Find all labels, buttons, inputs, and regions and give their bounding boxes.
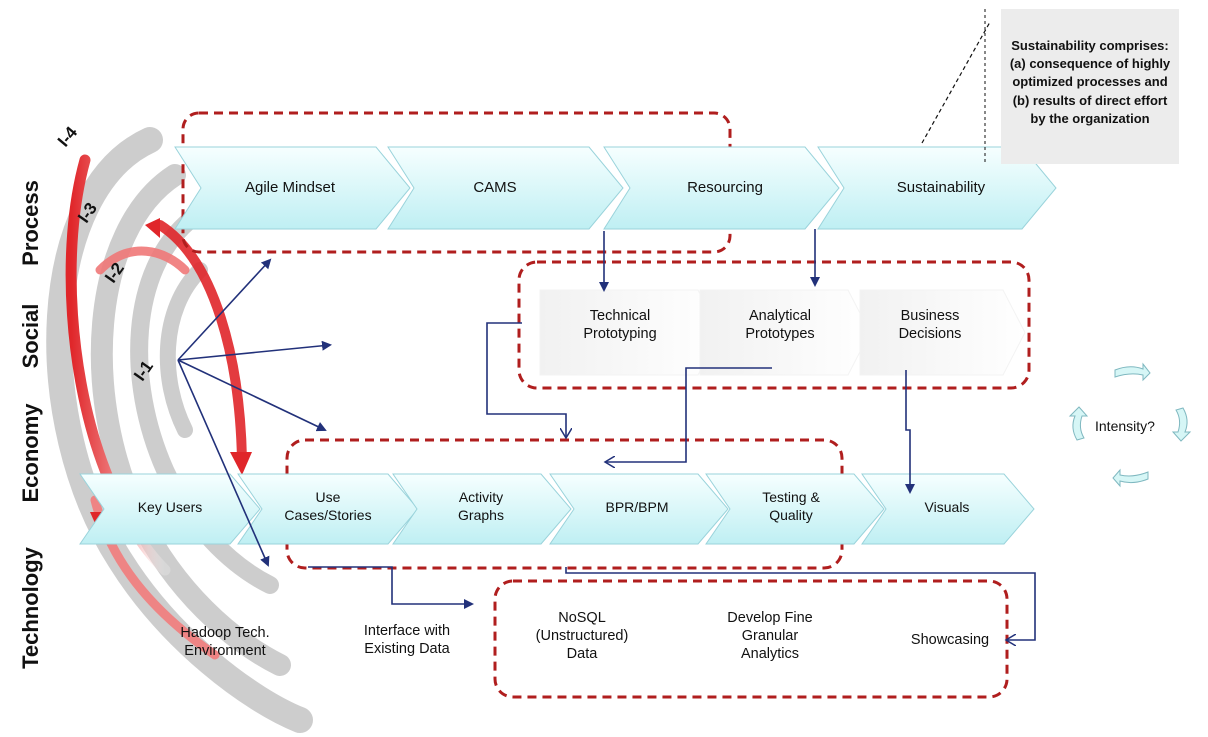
- i1-arrow-technology: [177, 359, 270, 567]
- process-chevron: [387, 146, 624, 230]
- user-step-label: Visuals: [924, 499, 970, 515]
- sustain-note-leader: [921, 21, 991, 144]
- dimension-economy: Economy: [18, 403, 43, 503]
- testing-to-showcasing: [565, 567, 1036, 640]
- analytics-step-label: NoSQL (Unstructured) Data: [535, 610, 629, 663]
- spiral-red-arc-2: [155, 220, 247, 465]
- intensity-label: Intensity?: [1095, 418, 1155, 434]
- process-step-label: Agile Mindset: [244, 179, 336, 196]
- prototype-step-label: Technical Prototyping: [583, 308, 657, 343]
- prototype-region: [517, 260, 1031, 390]
- dimension-social: Social: [18, 303, 43, 369]
- process-step-label: Sustainability: [896, 179, 986, 196]
- dimension-technology: Technology: [18, 547, 43, 669]
- prototype-chevrons: [539, 289, 1026, 376]
- user-step-label: Activity Graphs: [458, 489, 504, 523]
- prototype-chevron: [859, 289, 1026, 376]
- intensity-cycle: [1068, 362, 1192, 488]
- hadoop-environment-label: Hadoop Tech. Environment: [180, 625, 270, 660]
- spiral-red-arc-3: [95, 246, 190, 275]
- spiral-arrowhead-1: [230, 452, 252, 475]
- user-chevron: [392, 473, 572, 545]
- prototype-chevron: [699, 289, 871, 376]
- cycle-arrow-right: [1171, 407, 1192, 442]
- usecases-to-analytics: [308, 566, 474, 609]
- cycle-arrow-left: [1068, 406, 1089, 441]
- cycle-arrow-bottom: [1112, 468, 1149, 488]
- iteration-spiral: [46, 127, 313, 733]
- spiral-arrowhead-2: [145, 218, 160, 238]
- sustainability-note: Sustainability comprises: (a) consequenc…: [1001, 9, 1179, 164]
- process-chevron: [174, 146, 411, 230]
- process-step-label: Resourcing: [687, 179, 763, 196]
- user-step-label: Use Cases/Stories: [284, 489, 372, 523]
- user-step-label: BPR/BPM: [605, 499, 669, 515]
- user-chevron: [237, 473, 419, 545]
- user-chevron: [549, 473, 729, 545]
- process-chevrons: [174, 146, 1057, 230]
- cycle-arrow-top: [1114, 362, 1151, 382]
- connectors: [177, 9, 1036, 640]
- i1-arrow-social: [177, 340, 332, 361]
- prototype-step-label: Business Decisions: [898, 308, 962, 343]
- spiral-arc-inner: [159, 262, 208, 438]
- process-step-label: CAMS: [473, 179, 517, 196]
- i1-arrow-process: [177, 258, 272, 361]
- sustainability-note-text: Sustainability comprises: (a) consequenc…: [1009, 38, 1171, 126]
- user-chevron: [79, 473, 261, 545]
- business-to-visuals: [905, 370, 915, 494]
- interface-existing-data-label: Interface with Existing Data: [363, 623, 451, 658]
- prototype-step-label: Analytical Prototypes: [745, 308, 815, 343]
- spiral-arc-2: [130, 211, 279, 594]
- dimension-process: Process: [18, 180, 43, 266]
- analytics-step-label: Showcasing: [910, 632, 990, 648]
- process-chevron: [603, 146, 840, 230]
- i1-arrow-economy: [177, 359, 327, 432]
- proto-to-usecases: [486, 322, 566, 438]
- prototype-chevron: [539, 289, 721, 376]
- analytics-step-label: Develop Fine Granular Analytics: [727, 610, 813, 663]
- analytical-to-bpr: [605, 367, 772, 462]
- user-step-label: Key Users: [137, 499, 203, 515]
- user-step-label: Testing & Quality: [762, 489, 820, 523]
- user-chevron: [705, 473, 885, 545]
